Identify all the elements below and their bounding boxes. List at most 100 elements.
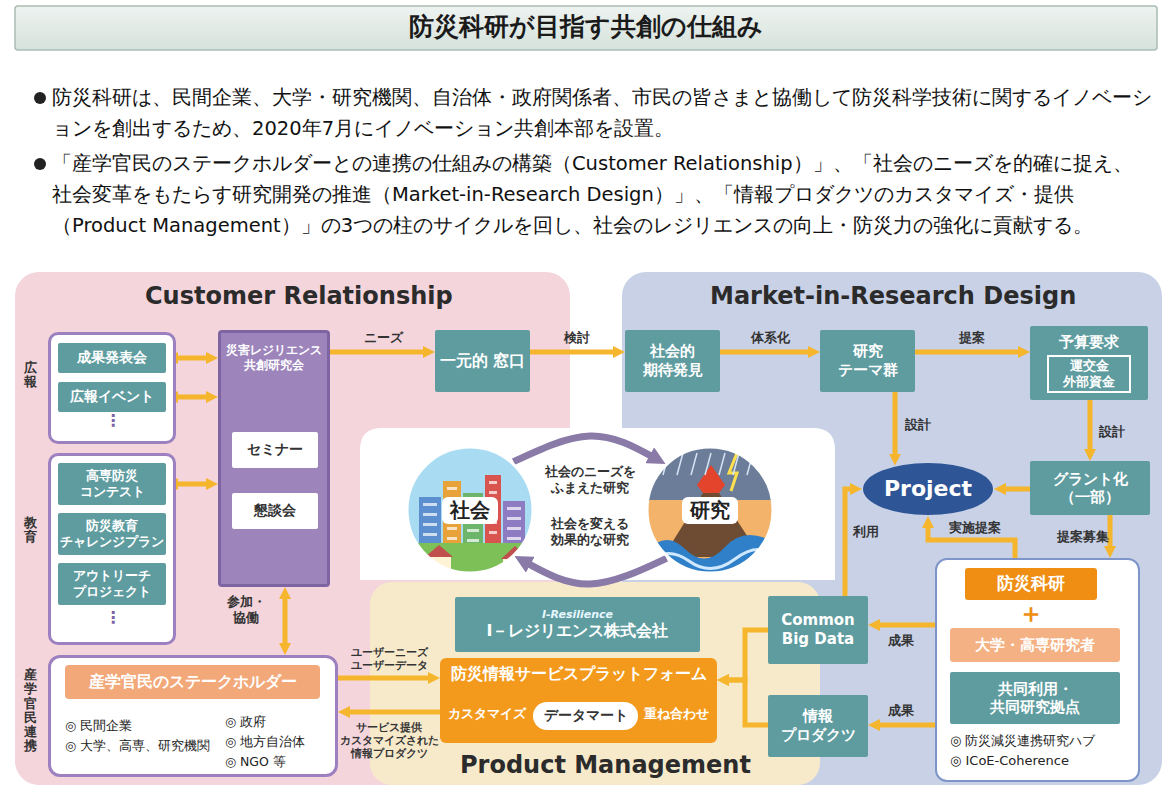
node-text: 一元的 窓口 [440,351,526,371]
node-text: グラント化 （一部） [1033,470,1147,506]
flow-arrow [330,350,426,355]
edge-label: ユーザーニーズ ユーザーデータ [351,646,428,672]
edge-label: 利用 [853,524,879,540]
edge-label: サービス提供 カスタマイズされた 情報プロダクツ [340,721,439,760]
circle-illustration [645,445,775,575]
node-text: セミナー [247,441,303,459]
node-text: Product Management [460,750,751,780]
process-box: 防災教育 チャレンジプラン [58,513,166,555]
node-text: ◎ 政府 [225,714,266,730]
node-text: 高専防災 コンテスト [61,468,163,499]
edge-label: 提案募集 [1057,529,1109,545]
committee-box: 災害レジリエンス 共創研究会セミナー懇談会 [218,330,330,587]
bullet-dot [34,92,46,104]
flow-arrow [720,350,811,355]
node-text: アウトリーチ プロジェクト [61,568,163,599]
node-text: 大学・高専研究者 [975,636,1095,655]
group-box: 教育⋮高専防災 コンテスト防災教育 チャレンジプランアウトリーチ プロジェクト [48,453,176,645]
diagram-title: 防災科研が目指す共創の仕組み [409,10,763,43]
node-text: ⋮ [105,608,121,628]
platform-box: 防災情報サービスプラットフォームカスタマイズ 重ね合わせデータマート [440,658,717,743]
edge-label: 成果 [888,633,914,649]
node-text: 防災科研 [997,573,1065,594]
bullet-dot [34,158,46,170]
node-text: Project [884,475,972,503]
process-box: 予算要求運交金外部資金 [1030,326,1148,400]
node-text: 産学官民のステークホルダー [89,672,297,692]
node-text: 広報 [24,361,37,390]
process-box: グラント化 （一部） [1030,461,1150,515]
node-text: 懇談会 [254,502,296,520]
process-box: 一元的 窓口 [435,330,530,392]
node-text: 共同利用・ 共同研究拠点 [953,680,1117,716]
node-text: 成果発表会 [77,349,147,367]
flow-arrow [338,676,431,681]
edge-label: 参加・協働 [227,594,266,625]
research-circle: 研究 [645,445,775,575]
node-text: ◎ ICoE-Coherence [950,753,1069,769]
flow-arrow [175,356,209,361]
flow-arrow [175,395,209,400]
flow-arrow [1088,400,1093,452]
node-text: カスタマイズ [448,706,526,722]
stakeholder-box: 産学官民連携◎ 民間企業◎ 大学、高専、研究機関◎ 政府◎ 地方自治体◎ NGO… [48,655,338,777]
process-box: 懇談会 [232,493,318,529]
node-text: 情報 プロダクツ [771,707,865,745]
edge-label: 提案 [959,330,985,346]
edge-label: 設計 [905,417,931,433]
flow-arrow [513,436,653,462]
edge-label: 体系化 [751,330,790,346]
edge-label: 検討 [564,330,590,346]
node-text: 教育 [24,516,37,545]
flow-arrow [175,482,209,487]
flow-arrow [877,623,935,628]
edge-label: 社会のニーズを ふまえた研究 [545,464,636,497]
process-box: アウトリーチ プロジェクト [58,563,166,605]
node-text: 広報イベント [70,388,154,406]
center-panel [360,428,835,580]
circle-border [647,447,773,573]
node-text: Common Big Data [771,611,865,649]
node-text: 運交金 [1047,355,1131,374]
node-text: 重ね合わせ [644,706,709,722]
node-text: Market-in-Research Design [710,281,1076,311]
process-box: 共同利用・ 共同研究拠点 [950,672,1120,724]
node-text: 予算要求 [1059,333,1119,352]
node-text: 外部資金 [1047,374,1131,393]
ellipse-shape [863,463,993,515]
process-box: 情報 プロダクツ [768,695,868,757]
flow-arrow [893,392,898,457]
process-box: 防災科研 [965,568,1097,600]
flow-arrow [347,710,440,715]
bullet-text: 「産学官民のステークホルダーとの連携の仕組みの構築（Customer Relat… [52,148,1152,241]
process-box: Common Big Data [768,596,868,664]
node-text: 防災情報サービスプラットフォーム [451,664,707,684]
node-text: 社会的 期待発見 [628,342,717,380]
edge-label: ニーズ [364,330,403,346]
process-box: 研究 テーマ群 [820,330,915,392]
process-box: 広報イベント [58,382,166,412]
flow-arrow [1003,487,1030,492]
node-text: ◎ 防災減災連携研究ハブ [950,733,1095,749]
node-text: 研究 テーマ群 [823,342,912,380]
process-box: セミナー [232,432,318,468]
edge-label: 社会を変える 効果的な研究 [551,516,629,549]
society-circle: 社会 [405,445,535,575]
circle-border [407,447,533,573]
node-text: 産学官民連携 [24,668,37,754]
edge-label: 実施提案 [949,520,1001,536]
edge-label: 成果 [888,703,914,719]
node-text: ◎ 大学、高専、研究機関 [65,738,210,754]
node-text: ⋮ [105,411,121,431]
plus-sign: ＋ [1018,598,1044,629]
process-box: 社会的 期待発見 [625,330,720,392]
bullet-text: 防災科研は、民間企業、大学・研究機関、自治体・政府関係者、市民の皆さまと協働して… [52,82,1152,144]
node-text: 防災教育 チャレンジプラン [60,518,164,549]
process-box: I-ResilienceI－レジリエンス株式会社 [455,597,700,652]
node-text: ◎ NGO 等 [225,754,286,770]
node-text: データマート [544,707,628,725]
header-box: 産学官民のステークホルダー [65,665,320,699]
flow-arrow [530,350,616,355]
pill-box: データマート [533,702,638,730]
